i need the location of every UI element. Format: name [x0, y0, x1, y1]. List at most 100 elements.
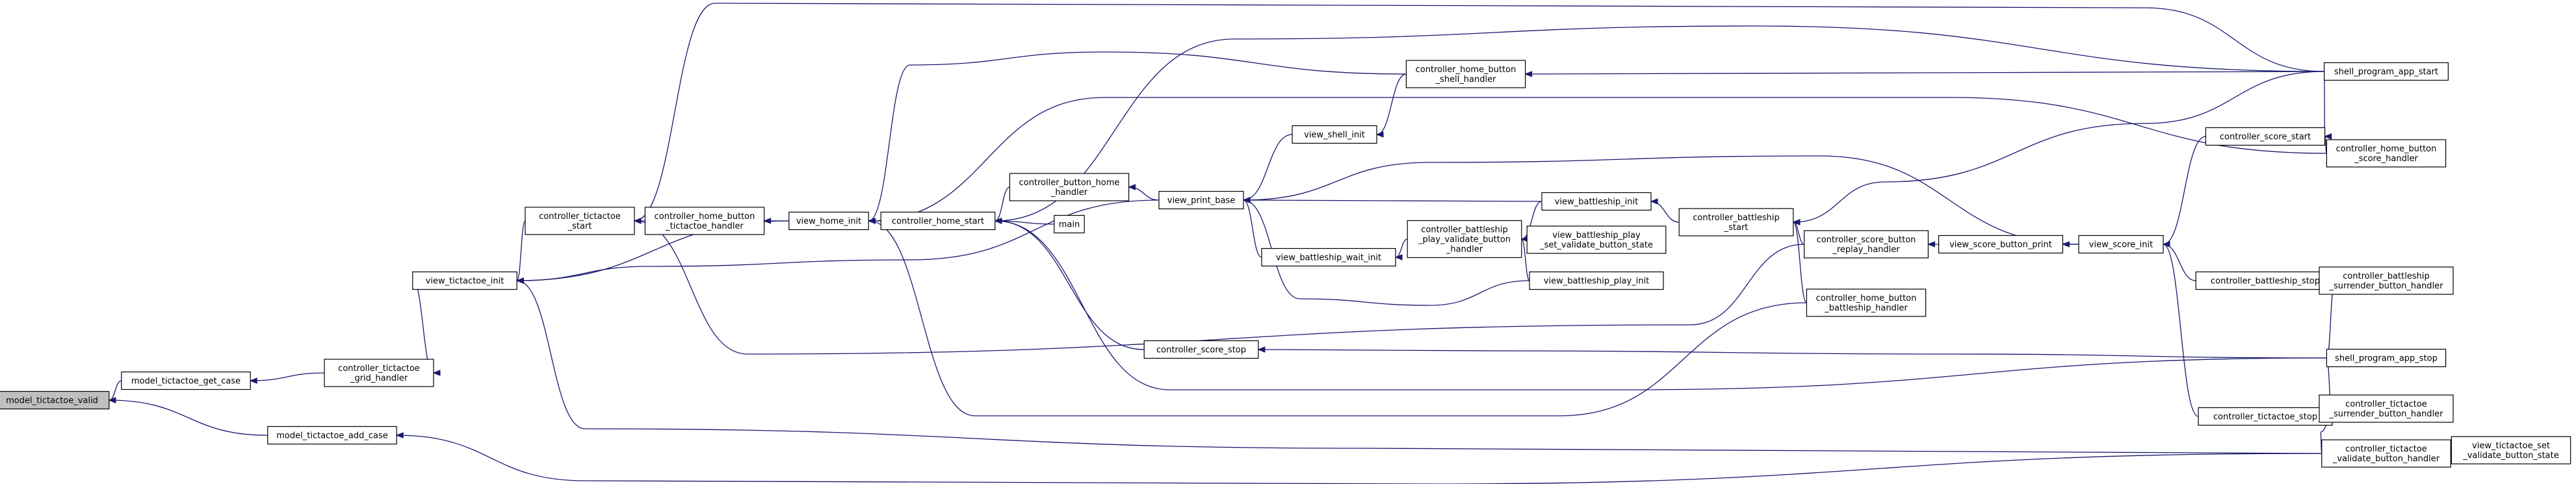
arrow-head [395, 432, 404, 439]
arrow-head [1792, 219, 1801, 225]
edge-view-battleship-wait-init-to-view-print-base [1242, 197, 1262, 258]
node-controller-home-button-shell-handler[interactable]: controller_home_button_shell_handler [1405, 60, 1526, 88]
edge-controller-tictactoe-validate-button-handler-to-view-tictactoe-init [515, 277, 2322, 454]
edge-line [1376, 73, 1407, 135]
edge-controller-button-home-handler-to-controller-home-start [994, 186, 1010, 224]
node-controller-tictactoe-stop[interactable]: controller_tictactoe_stop [2198, 407, 2333, 426]
node-box [2198, 407, 2333, 426]
edge-line [1650, 201, 1680, 223]
node-main[interactable]: main [1054, 214, 1085, 234]
node-view-tictactoe-init[interactable]: view_tictactoe_init [412, 271, 517, 290]
node-model-tictactoe-add-case[interactable]: model_tictactoe_add_case [267, 426, 397, 445]
node-view-tictactoe-set-validate-button-state[interactable]: view_tictactoe_set_validate_button_state [2451, 436, 2571, 465]
node-view-battleship-wait-init[interactable]: view_battleship_wait_init [1261, 248, 1396, 267]
arrow-head [2162, 241, 2170, 248]
node-label: _start [567, 222, 592, 231]
arrow-head [2324, 133, 2332, 140]
node-label: controller_score_start [2220, 133, 2311, 142]
node-label: controller_battleship [1421, 225, 1507, 235]
edge-line [109, 400, 268, 436]
node-box [2451, 436, 2571, 465]
node-label: controller_tictactoe [338, 364, 420, 374]
node-label: view_battleship_wait_init [1276, 253, 1381, 263]
node-controller-home-button-battleship-handler[interactable]: controller_home_button_battleship_handle… [1806, 288, 1927, 317]
arrow-head [432, 370, 441, 376]
node-shell-program-app-stop[interactable]: shell_program_app_stop [2326, 348, 2447, 368]
node-view-print-base[interactable]: view_print_base [1158, 190, 1244, 210]
node-label: controller_battleship [1693, 213, 1779, 223]
node-label: view_print_base [1167, 196, 1235, 206]
edge-line [2163, 244, 2199, 417]
arrow-head [1650, 198, 1658, 205]
arrow-head [108, 397, 116, 403]
arrow-head [1375, 131, 1384, 138]
node-controller-home-start[interactable]: controller_home_start [880, 211, 996, 231]
node-controller-score-stop[interactable]: controller_score_stop [1143, 340, 1259, 359]
node-shell-program-app-start[interactable]: shell_program_app_start [2324, 62, 2449, 81]
node-box [1529, 271, 1664, 290]
node-label: controller_tictactoe [2345, 444, 2427, 454]
edge-line [868, 51, 1407, 222]
node-model-tictactoe-valid[interactable]: model_tictactoe_valid [0, 390, 110, 410]
node-controller-home-button-tictactoe-handler[interactable]: controller_home_button_tictactoe_handler [644, 207, 765, 235]
node-label: model_tictactoe_valid [6, 396, 98, 406]
node-view-battleship-play-set-validate-button-state[interactable]: view_battleship_play_set_validate_button… [1526, 225, 1667, 254]
edge-line [516, 220, 526, 281]
node-label: _score_handler [2354, 154, 2418, 164]
edge-view-print-base-to-controller-button-home-handler [1128, 184, 1160, 201]
node-model-tictactoe-get-case[interactable]: model_tictactoe_get_case [121, 371, 251, 390]
node-controller-tictactoe-grid-handler[interactable]: controller_tictactoe_grid_handler [324, 359, 434, 387]
node-label: view_battleship_play [1552, 231, 1641, 240]
node-controller-button-home-handler[interactable]: controller_button_home_handler [1009, 173, 1130, 201]
arrow-head [633, 218, 642, 224]
edge-line [1395, 238, 1408, 258]
edge-line [1793, 222, 1804, 245]
node-label: view_battleship_play_init [1544, 277, 1649, 287]
node-label: controller_score_button [1817, 235, 1916, 245]
edge-controller-tictactoe-grid-handler-to-model-tictactoe-get-case [249, 372, 325, 384]
node-label: controller_home_button [655, 212, 755, 222]
edge-line [868, 220, 1807, 416]
node-label: controller_battleship [2343, 272, 2429, 281]
edge-line [1243, 155, 2079, 245]
node-controller-score-start[interactable]: controller_score_start [2205, 127, 2326, 146]
node-label: _tictactoe_handler [665, 222, 744, 231]
arrow-head [867, 218, 876, 224]
edge-controller-home-button-battleship-handler-to-view-home-init [867, 218, 1807, 416]
node-controller-battleship-start[interactable]: controller_battleship_start [1678, 208, 1794, 236]
arrow-head [994, 218, 1002, 224]
node-box [1405, 60, 1526, 88]
node-view-score-init[interactable]: view_score_init [2078, 235, 2164, 254]
node-view-home-init[interactable]: view_home_init [788, 211, 869, 231]
node-controller-score-button-replay-handler[interactable]: controller_score_button_replay_handler [1804, 230, 1929, 259]
edge-view-battleship-init-to-view-print-base [1242, 197, 1542, 203]
node-view-score-button-print[interactable]: view_score_button_print [1938, 235, 2064, 254]
node-controller-tictactoe-start[interactable]: controller_tictactoe_start [525, 207, 635, 235]
edge-model-tictactoe-add-case-to-model-tictactoe-valid [108, 397, 268, 436]
node-view-shell-init[interactable]: view_shell_init [1292, 125, 1377, 144]
edge-controller-battleship-start-to-view-battleship-init [1650, 198, 1680, 223]
arrow-head [1242, 197, 1251, 203]
arrow-head [2062, 241, 2070, 248]
node-label: view_score_init [2089, 240, 2153, 250]
edge-shell-program-app-stop-to-controller-home-start [994, 218, 2327, 390]
node-label: _play_validate_button [1418, 235, 1511, 245]
node-label: controller_tictactoe [2345, 400, 2427, 409]
node-label: _shell_handler [1435, 75, 1497, 84]
node-view-battleship-play-init[interactable]: view_battleship_play_init [1529, 271, 1664, 290]
node-box [1804, 230, 1929, 259]
node-controller-battleship-surrender-button-handler[interactable]: controller_battleship_surrender_button_h… [2319, 266, 2454, 295]
edge-view-score-button-print-to-controller-score-button-replay-handler [1927, 241, 1939, 248]
node-label: view_tictactoe_set [2472, 441, 2550, 451]
node-controller-tictactoe-surrender-button-handler[interactable]: controller_tictactoe_surrender_button_ha… [2319, 394, 2454, 423]
node-label: shell_program_app_stop [2335, 354, 2438, 364]
node-controller-battleship-play-validate-button-handler[interactable]: controller_battleship_play_validate_butt… [1407, 220, 1522, 259]
node-box [1158, 190, 1244, 210]
node-view-battleship-init[interactable]: view_battleship_init [1541, 192, 1652, 211]
arrow-head [515, 277, 524, 284]
node-controller-battleship-stop[interactable]: controller_battleship_stop [2195, 271, 2335, 290]
edge-line [2323, 71, 2326, 137]
node-controller-tictactoe-validate-button-handler[interactable]: controller_tictactoe_validate_button_han… [2321, 439, 2451, 468]
node-label: controller_battleship_stop [2211, 277, 2320, 287]
node-controller-home-button-score-handler[interactable]: controller_home_button_score_handler [2326, 139, 2447, 168]
